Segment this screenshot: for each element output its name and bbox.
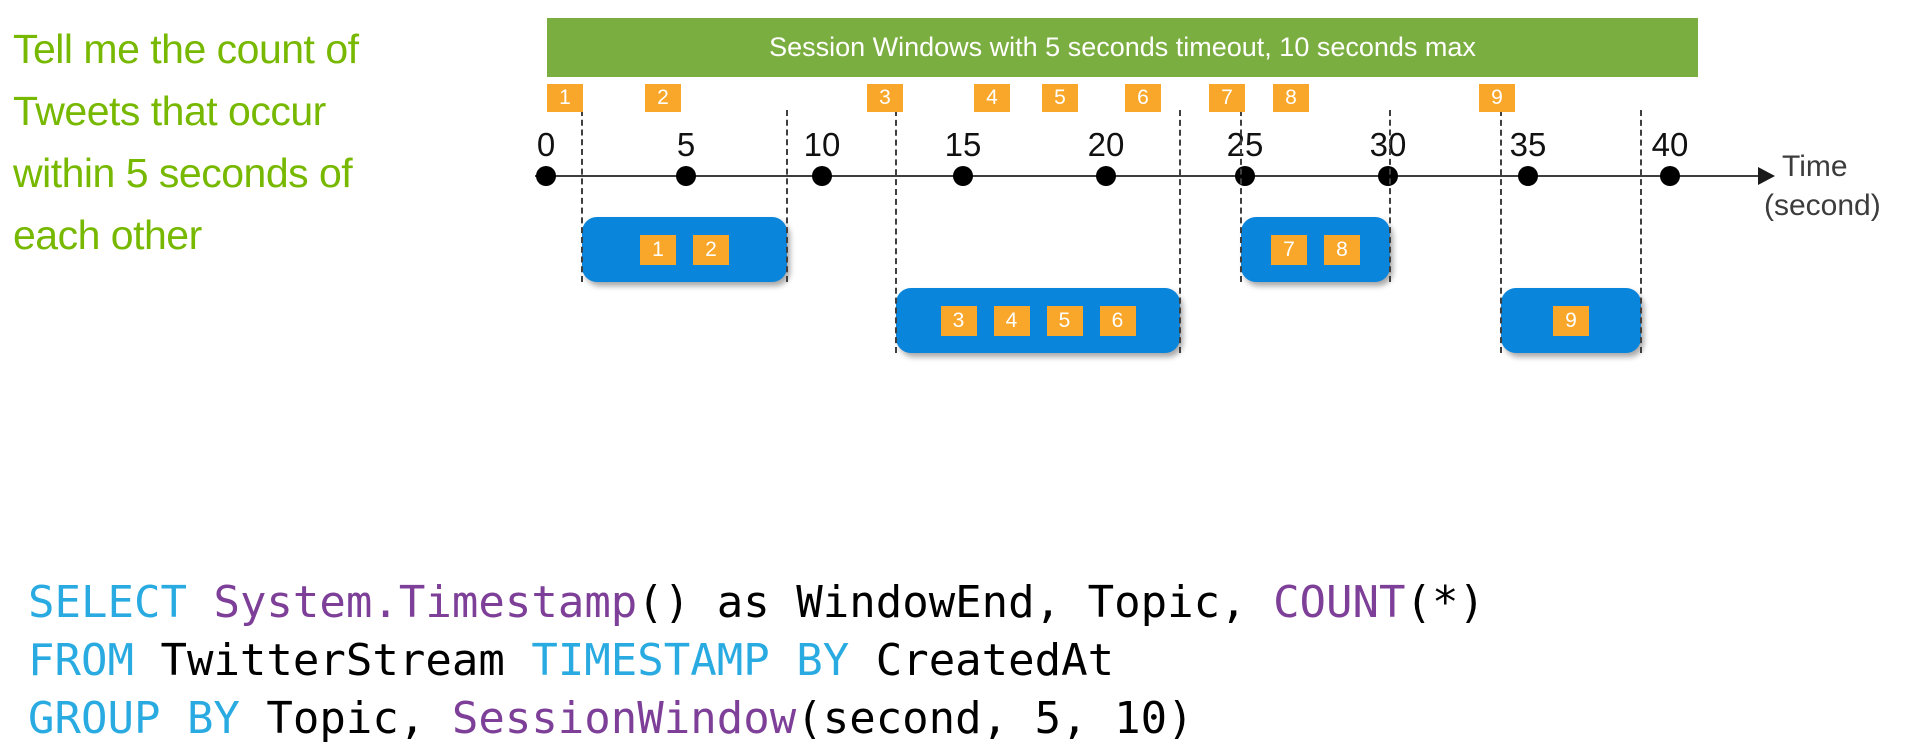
sql-token-kw: SELECT — [28, 577, 187, 628]
event-marker-8: 8 — [1273, 84, 1309, 112]
prompt-line-3: within 5 seconds of — [13, 150, 353, 196]
tick-dot-0 — [536, 166, 556, 186]
tick-label-0: 0 — [536, 126, 556, 163]
tick-label-40: 40 — [1651, 126, 1689, 163]
session-event-chip-9: 9 — [1553, 305, 1589, 336]
window-boundary-line-6 — [1389, 110, 1391, 282]
tick-dot-5 — [676, 166, 696, 186]
session-event-chip-8: 8 — [1324, 234, 1360, 265]
window-boundary-line-3 — [895, 110, 897, 353]
sql-token-kw: TIMESTAMP BY — [531, 635, 850, 686]
time-axis-line — [535, 175, 1758, 177]
sql-code-line-3: GROUP BY Topic, SessionWindow(second, 5,… — [28, 690, 1485, 748]
sql-token-plain: TwitterStream — [133, 635, 532, 686]
tick-label-25: 25 — [1226, 126, 1264, 163]
window-boundary-line-4 — [1179, 110, 1181, 353]
event-marker-5: 5 — [1042, 84, 1078, 112]
sql-token-plain — [187, 577, 214, 628]
session-window-banner: Session Windows with 5 seconds timeout, … — [547, 18, 1698, 77]
event-marker-3: 3 — [867, 84, 903, 112]
event-marker-2: 2 — [645, 84, 681, 112]
prompt-text: Tell me the count of Tweets that occur w… — [13, 18, 359, 266]
tick-dot-25 — [1235, 166, 1255, 186]
sql-token-plain: CreatedAt — [849, 635, 1115, 686]
tick-dot-35 — [1518, 166, 1538, 186]
sql-token-plain: () as WindowEnd, Topic, — [637, 577, 1274, 628]
sql-code-block: SELECT System.Timestamp() as WindowEnd, … — [28, 400, 1485, 748]
event-marker-4: 4 — [974, 84, 1010, 112]
session-event-chip-2: 2 — [693, 234, 729, 265]
sql-token-plain: Topic, — [239, 693, 452, 744]
event-marker-1: 1 — [547, 84, 583, 112]
prompt-line-1: Tell me the count of — [13, 26, 359, 72]
session-event-chip-3: 3 — [940, 305, 977, 336]
window-boundary-line-5 — [1240, 110, 1242, 282]
sql-token-fn: SessionWindow — [451, 693, 797, 744]
prompt-line-2: Tweets that occur — [13, 88, 326, 134]
session-event-chip-5: 5 — [1046, 305, 1083, 336]
prompt-line-4: each other — [13, 212, 202, 258]
sql-code-line-2: FROM TwitterStream TIMESTAMP BY CreatedA… — [28, 632, 1485, 690]
window-boundary-line-2 — [786, 110, 788, 282]
event-marker-6: 6 — [1125, 84, 1161, 112]
sql-token-plain: (second, 5, 10) — [796, 693, 1194, 744]
sql-token-kw: GROUP BY — [28, 693, 240, 744]
tick-label-20: 20 — [1087, 126, 1125, 163]
session-event-chip-4: 4 — [993, 305, 1030, 336]
tick-dot-20 — [1096, 166, 1116, 186]
window-boundary-line-8 — [1640, 110, 1642, 353]
tick-dot-10 — [812, 166, 832, 186]
axis-label-time: Time — [1782, 150, 1848, 183]
sql-token-fn: COUNT — [1273, 577, 1406, 628]
session-window-box-4: 9 — [1501, 288, 1641, 353]
window-boundary-line-1 — [581, 110, 583, 282]
tick-dot-40 — [1660, 166, 1680, 186]
tick-label-15: 15 — [944, 126, 982, 163]
slide-canvas: Tell me the count of Tweets that occur w… — [13, 18, 1881, 744]
event-marker-9: 9 — [1479, 84, 1515, 112]
time-axis-arrow-icon — [1758, 167, 1775, 185]
tick-label-35: 35 — [1509, 126, 1547, 163]
banner-label: Session Windows with 5 seconds timeout, … — [769, 32, 1476, 62]
tick-label-10: 10 — [803, 126, 841, 163]
tick-label-5: 5 — [676, 126, 696, 163]
session-event-chip-6: 6 — [1099, 305, 1136, 336]
axis-label-second: (second) — [1764, 189, 1881, 222]
session-event-chip-1: 1 — [640, 234, 676, 265]
sql-code-line-1: SELECT System.Timestamp() as WindowEnd, … — [28, 574, 1485, 632]
sql-token-plain: (*) — [1405, 577, 1485, 628]
tick-dot-15 — [953, 166, 973, 186]
sql-token-fn: System.Timestamp — [213, 577, 638, 628]
sql-token-kw: FROM — [28, 635, 134, 686]
tick-label-30: 30 — [1369, 126, 1407, 163]
window-boundary-line-7 — [1500, 110, 1502, 353]
session-event-chip-7: 7 — [1271, 234, 1307, 265]
event-marker-7: 7 — [1209, 84, 1245, 112]
tick-dot-30 — [1378, 166, 1398, 186]
